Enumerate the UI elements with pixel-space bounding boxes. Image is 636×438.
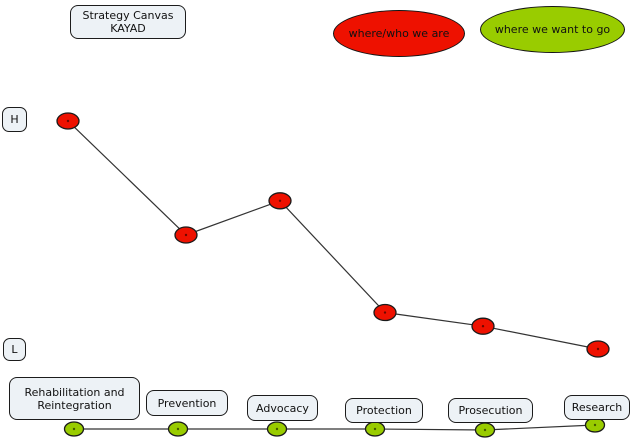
category-box-protection: Protection <box>345 398 423 423</box>
target-state-point-center <box>72 427 76 431</box>
current-state-point-center <box>383 311 387 314</box>
current-state-point-center <box>66 119 70 123</box>
category-box-advocacy: Advocacy <box>247 395 318 421</box>
current-state-point-center <box>184 233 188 237</box>
legend-target-state-oval: where we want to go <box>480 6 625 53</box>
target-state-point-center <box>176 427 180 431</box>
category-baseline <box>74 424 596 431</box>
axis-low-label: L <box>3 338 26 361</box>
category-box-prevention: Prevention <box>146 390 228 416</box>
current-state-line <box>67 120 599 350</box>
title-line1: Strategy Canvas <box>82 9 174 22</box>
legend-target-state-label: where we want to go <box>494 23 611 36</box>
category-box-research: Research <box>564 395 630 420</box>
target-state-point-center <box>373 427 377 431</box>
title-line2: KAYAD <box>110 22 146 35</box>
target-state-point-center <box>483 428 487 432</box>
legend-current-state-oval: where/who we are <box>333 10 465 57</box>
current-state-point-center <box>278 199 282 202</box>
target-state-point-center <box>275 427 279 431</box>
current-state-point-center <box>596 347 600 351</box>
axis-high-label: H <box>2 107 27 132</box>
title-box: Strategy Canvas KAYAD <box>70 5 186 39</box>
category-box-prosecution: Prosecution <box>448 398 533 423</box>
target-state-point-center <box>593 423 597 427</box>
category-box-rehabilitation-and-reintegration: Rehabilitation and Reintegration <box>9 377 140 420</box>
current-state-point-center <box>481 325 485 328</box>
legend-current-state-label: where/who we are <box>348 27 450 40</box>
